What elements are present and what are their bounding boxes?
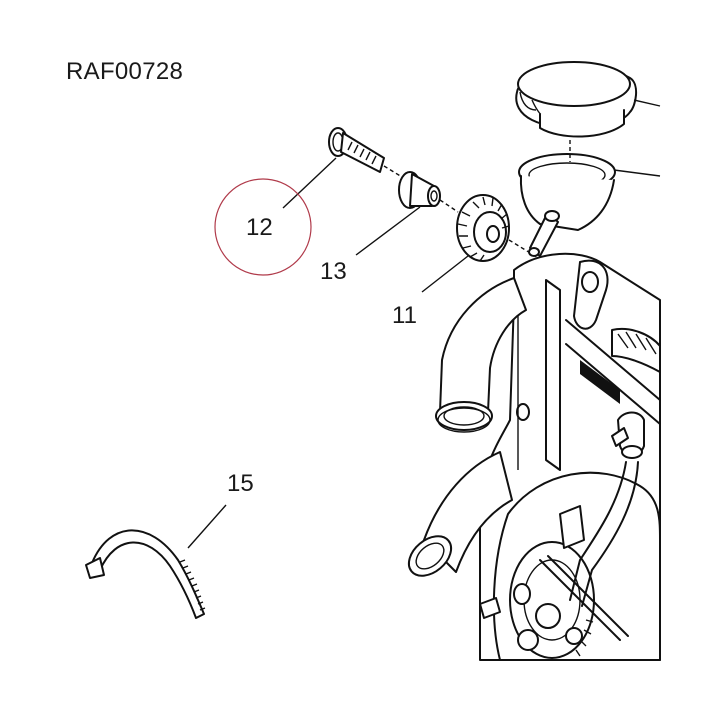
reservoir-cap xyxy=(515,61,661,138)
callout-11[interactable]: 11 xyxy=(392,302,417,329)
part-clamp-strap xyxy=(85,529,206,619)
leader-line-15 xyxy=(187,504,227,549)
highlight-circle xyxy=(214,178,312,276)
reservoir-neck xyxy=(518,140,661,257)
lower-hose xyxy=(407,451,513,577)
leader-line-11 xyxy=(421,255,469,293)
leader-line-13 xyxy=(355,206,421,256)
callout-13[interactable]: 13 xyxy=(320,258,347,285)
part-spacer-bushing xyxy=(398,171,459,213)
upper-hose xyxy=(435,277,527,433)
leader-lines xyxy=(187,157,469,549)
leader-line-12 xyxy=(282,157,337,209)
reference-code: RAF00728 xyxy=(66,58,184,85)
fan-motor xyxy=(479,471,661,661)
temperature-sensor xyxy=(569,411,645,607)
part-rubber-grommet xyxy=(456,194,546,263)
callout-15[interactable]: 15 xyxy=(227,470,254,497)
part-screw xyxy=(328,127,403,178)
callout-12[interactable]: 12 xyxy=(246,214,273,241)
